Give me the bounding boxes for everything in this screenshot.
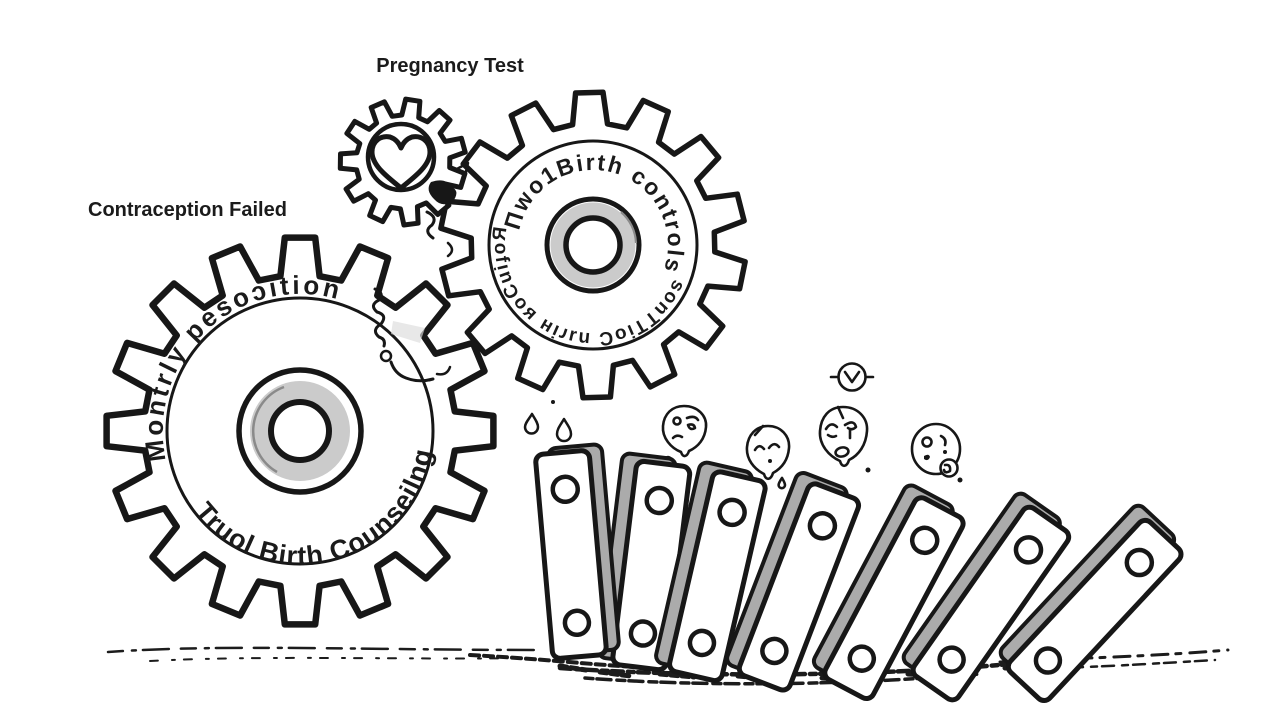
pregnancy-test-label: Pregnancy Test (376, 55, 524, 77)
broken-tooth-sketch (453, 161, 470, 178)
left-gear: Montrly pesoɔition Truol Birth Counseiln… (103, 234, 497, 628)
domino-hole (644, 485, 675, 516)
domino-hole (909, 525, 940, 556)
drip-dot (551, 400, 555, 404)
teardrop-icons (523, 400, 573, 443)
domino-hole (760, 636, 789, 666)
mesh-squiggle (446, 241, 454, 258)
domino-row (533, 442, 1184, 704)
worried-face-icon (745, 424, 791, 490)
domino (998, 503, 1184, 704)
right-gear-hub (544, 196, 642, 294)
teardrop-icon (523, 412, 540, 435)
domino (654, 460, 768, 684)
heart-icon (369, 134, 433, 191)
contraception-failed-label: Contraception Failed (88, 199, 287, 221)
domino-hole (717, 497, 747, 528)
right-gear: Пwo1Birth controls sonTTioC nɹɾiʜ ʁoCuiɟ… (438, 89, 748, 401)
teardrop-icon (555, 417, 573, 443)
domino (811, 483, 966, 702)
domino (533, 442, 621, 661)
domino-hole (1013, 535, 1044, 565)
domino-hole (687, 628, 717, 658)
domino-hole (550, 474, 581, 505)
domino-hole (807, 511, 838, 541)
crack-smudge (391, 321, 425, 343)
right-gear-ring (487, 139, 699, 351)
surprised-face-icon (910, 422, 963, 483)
crack-doodle (372, 287, 452, 383)
circle-check-icon (829, 362, 875, 392)
left-gear-hub (236, 367, 364, 495)
gear-mesh-blob (428, 180, 457, 205)
pregnancy-test-gear (337, 96, 470, 258)
domino-hole (562, 608, 592, 638)
domino-hole (937, 645, 966, 674)
mesh-squiggle (425, 210, 436, 240)
domino-hole (847, 644, 877, 673)
worried-face-icon (661, 404, 708, 465)
domino-hole (1033, 646, 1063, 675)
angry-face-icon (818, 405, 871, 473)
domino (901, 491, 1072, 703)
domino-hole (1124, 547, 1155, 578)
domino (725, 470, 862, 693)
left-gear-ring (165, 296, 435, 566)
domino-hole (628, 619, 658, 648)
